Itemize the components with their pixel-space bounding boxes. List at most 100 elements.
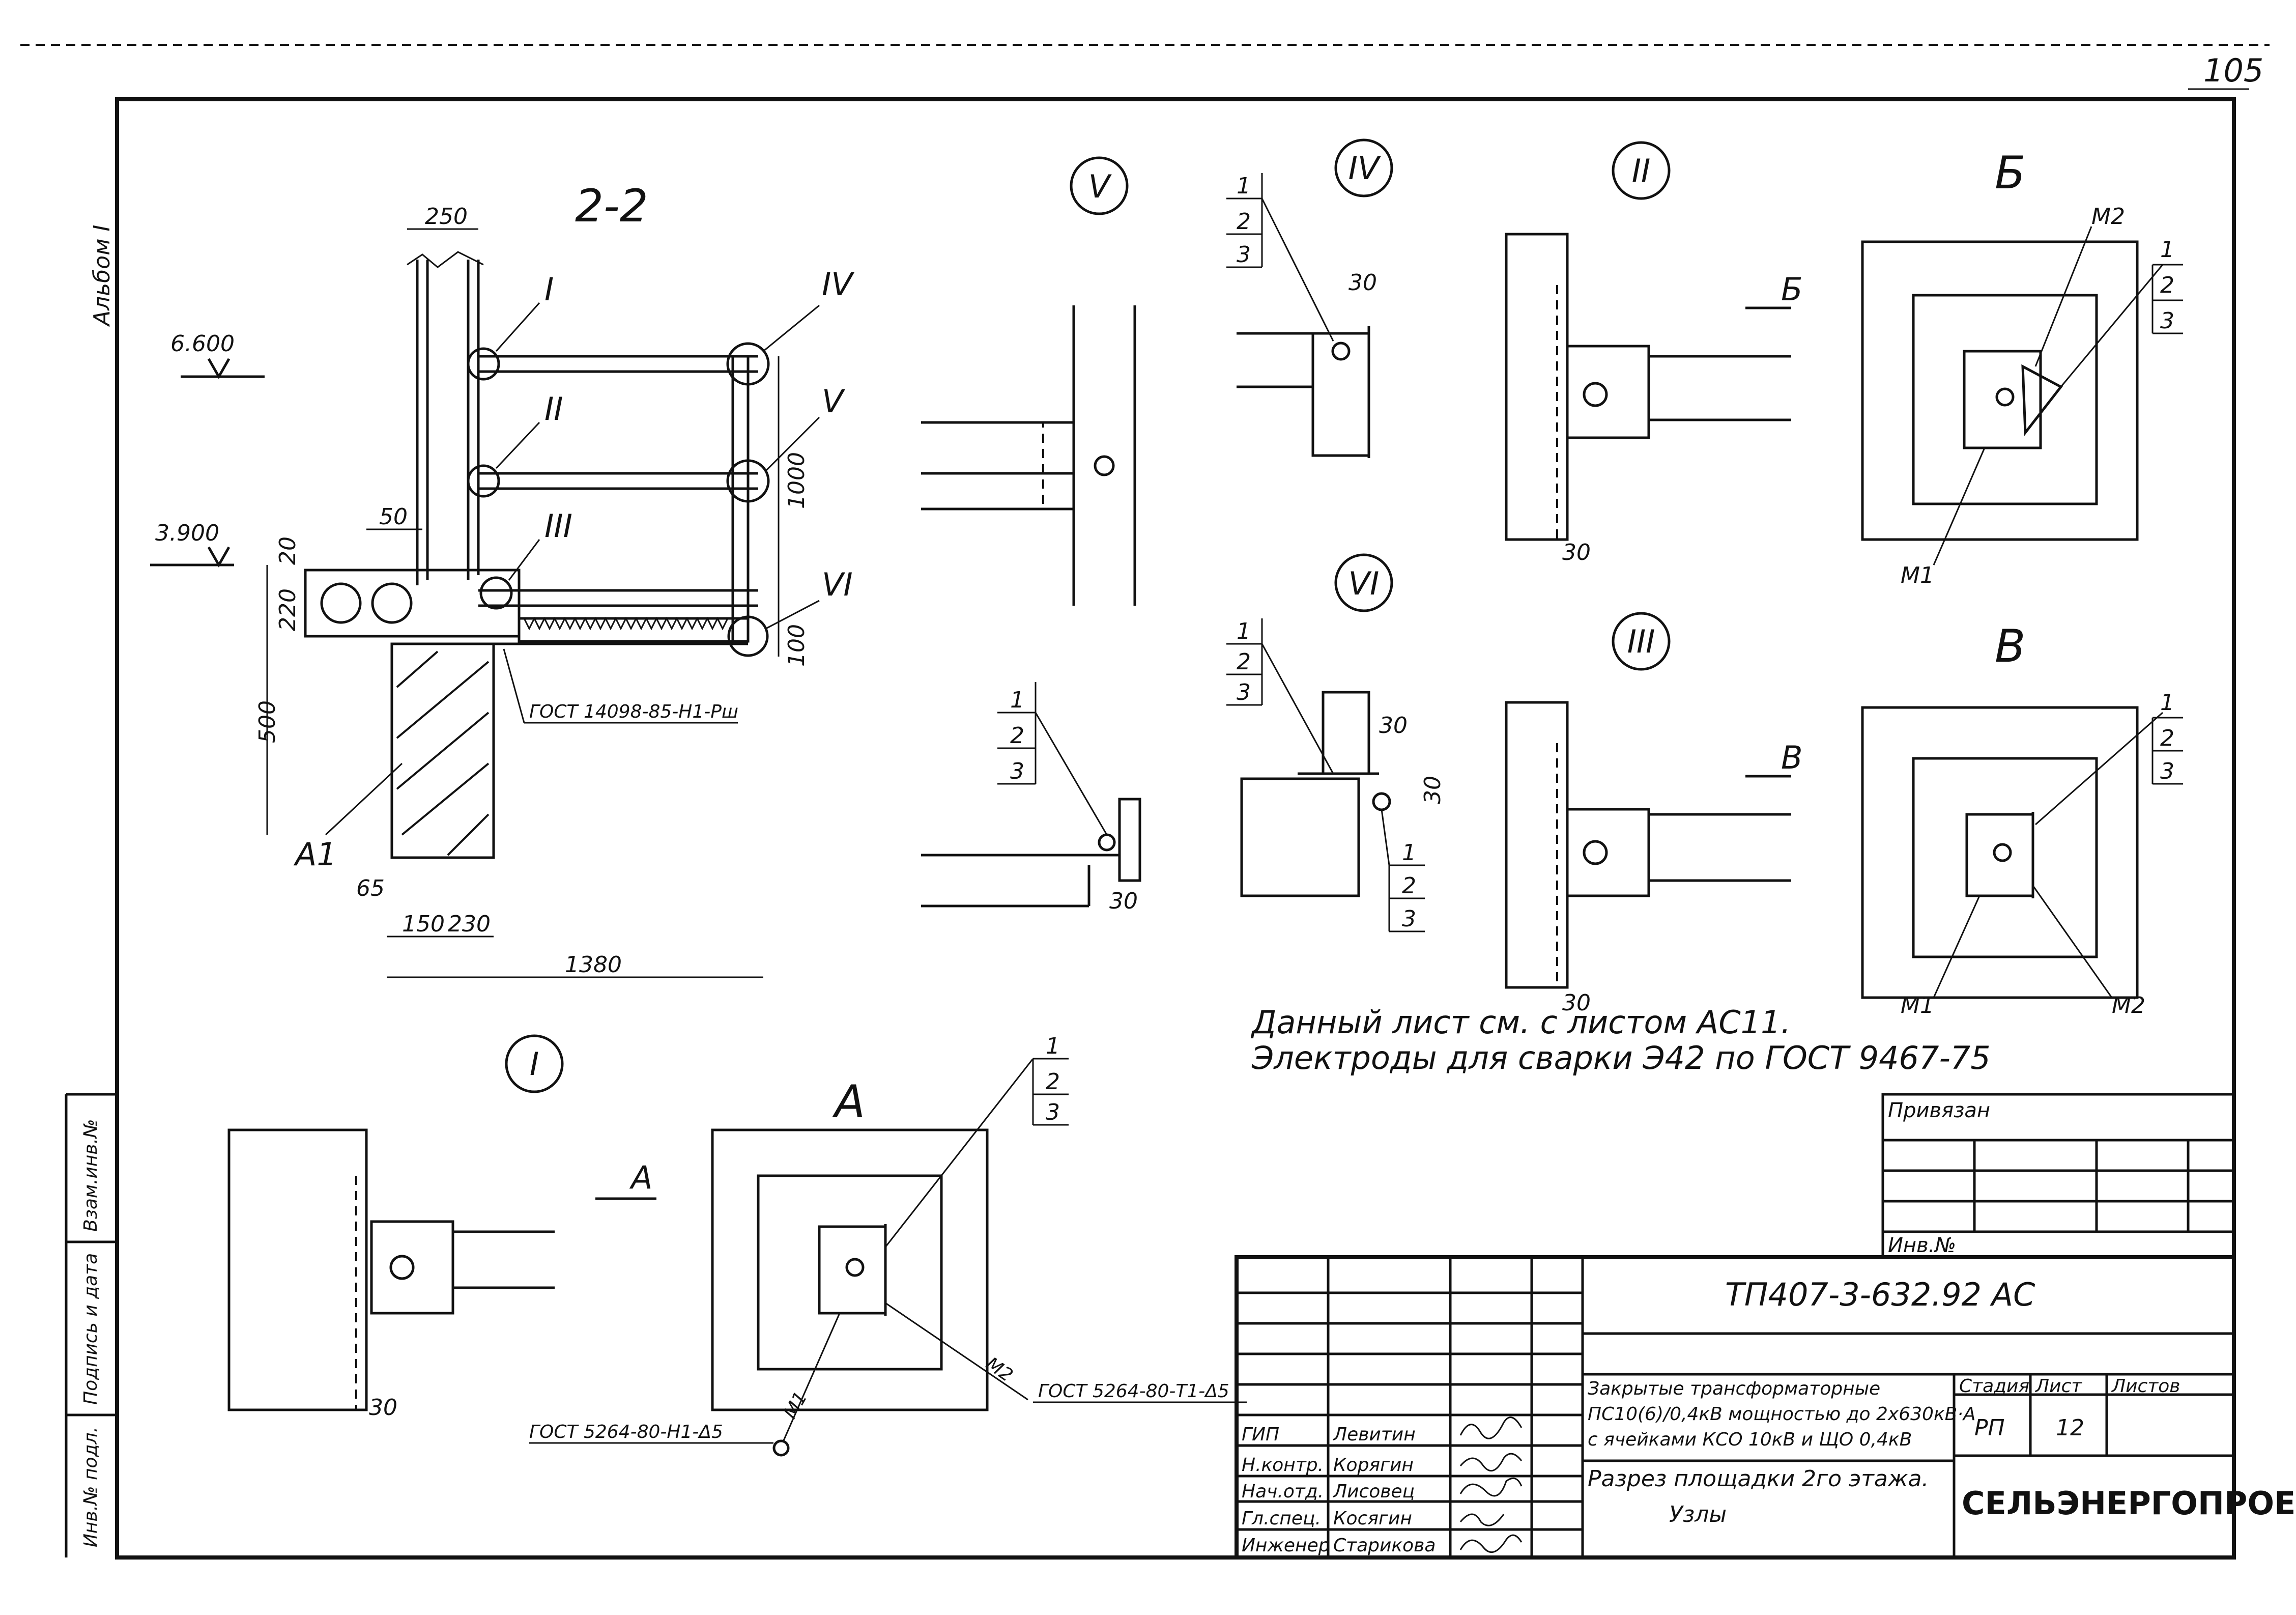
dim-250: 250 [425, 204, 468, 230]
node-VI-pos-2: 2 [1237, 649, 1251, 675]
sheet-frame [115, 97, 2236, 1560]
view-v-pos-list [2151, 717, 2183, 785]
node-IV-pos-3: 3 [1237, 242, 1251, 268]
signature-2 [1459, 1477, 1523, 1497]
view-a-bolt [845, 1258, 865, 1277]
node-II-column [1505, 233, 1569, 541]
signature-3 [1459, 1513, 1505, 1526]
node-IV-leader [1261, 198, 1334, 342]
node-V2-pos-3: 3 [1010, 758, 1024, 784]
node-I-title-circle [505, 1034, 564, 1093]
dim-1000: 1000 [784, 452, 810, 509]
node-V2-pos-1: 1 [1010, 687, 1024, 713]
elev-top-mark [207, 358, 231, 380]
stamp-sheet-title-1: Разрез площадки 2го этажа. [1588, 1466, 1929, 1492]
person-name-0: Левитин [1332, 1424, 1416, 1445]
node-circle-VI [727, 615, 769, 657]
stamp-stadia: РП [1974, 1415, 2005, 1441]
hatch-4 [401, 762, 490, 836]
view-b-title: Б [1995, 147, 2025, 199]
view-v-title: В [1995, 620, 2025, 672]
stamp-code: ТП407-3-632.92 АС [1725, 1276, 2035, 1313]
node-VI-dim30: 30 [1379, 713, 1408, 739]
node-V2-pos-2: 2 [1010, 723, 1024, 749]
view-a-pos-1: 1 [1046, 1033, 1060, 1059]
node-III-bolt [1583, 840, 1608, 865]
hatch-3 [396, 712, 490, 790]
stamp-stadia-label: Стадия [1959, 1376, 2029, 1397]
node-IV-title: IV [1348, 150, 1382, 187]
node-VI-dim30-v: 30 [1420, 776, 1446, 804]
a1-leader [325, 762, 403, 836]
node-II-view: Б [1781, 271, 1803, 308]
album-label: Альбом I [89, 225, 115, 327]
node-IV-bolt [1331, 342, 1351, 361]
node-VI-bolt [1372, 792, 1391, 811]
node-VI-pos-list [1226, 618, 1263, 706]
callout-III-leader [508, 539, 540, 581]
node-circle-I [467, 347, 500, 381]
note-1: Данный лист см. с листом АС11. [1250, 1004, 1791, 1041]
view-a-pos-3: 3 [1046, 1099, 1060, 1125]
view-v-pos-1: 1 [2160, 690, 2174, 716]
hatch-5 [447, 813, 490, 856]
side-stamp-replace: Взам.инв.№ [80, 1119, 101, 1232]
node-III-title-circle [1612, 612, 1671, 671]
callout-VI-leader [765, 600, 820, 630]
node-VI-title: VI [1348, 565, 1380, 602]
view-v-bolt [1993, 843, 2012, 862]
node-II-title: II [1632, 152, 1651, 189]
section-title: 2-2 [575, 180, 648, 232]
node-IV-pos-1: 1 [1237, 173, 1251, 199]
callout-VI: VI [822, 566, 853, 603]
node-V2-bolt [1098, 833, 1116, 852]
callout-I: I [544, 271, 554, 308]
gost-main: ГОСТ 14098-85-Н1-Рш [529, 701, 738, 722]
node-III-bracket [1566, 808, 1650, 897]
node-V2-dim30: 30 [1109, 888, 1138, 914]
node-VI-post [1322, 691, 1370, 775]
stamp-title-3: с ячейками КСО 10кВ и ЩО 0,4кВ [1588, 1429, 1912, 1450]
stamp-list: 12 [2056, 1415, 2084, 1441]
callout-I-leader [495, 302, 540, 352]
side-stamp-sign: Подпись и дата [80, 1253, 101, 1405]
person-name-3: Косягин [1333, 1508, 1412, 1529]
node-circle-IV [726, 342, 770, 386]
view-v-leader-m2 [2032, 885, 2113, 998]
view-v-m2: М2 [2112, 993, 2145, 1018]
view-b-m2: М2 [2091, 204, 2125, 230]
elev-floor-value: 3.900 [155, 520, 219, 546]
person-name-1: Корягин [1333, 1455, 1414, 1476]
hatch-2 [396, 661, 490, 739]
floor-grating [518, 617, 750, 643]
node-IV-pos-2: 2 [1237, 209, 1251, 235]
person-role-2: Нач.отд. [1242, 1481, 1324, 1502]
view-v-m1: М1 [1901, 993, 1934, 1018]
dim-220: 220 [275, 588, 301, 631]
view-b-inner [1912, 294, 2098, 505]
stamp-listov-label: Листов [2111, 1376, 2180, 1397]
slab-void-2 [371, 582, 413, 624]
node-II-title-circle [1612, 141, 1671, 200]
view-v-inner [1912, 757, 2098, 958]
view-a-pos-2: 2 [1046, 1069, 1060, 1095]
callout-II-leader [495, 421, 540, 469]
view-b-bolt [1995, 387, 2015, 407]
view-b-pos-1: 1 [2160, 237, 2174, 263]
view-b-leader-m1 [1933, 447, 1986, 565]
view-a-leader-pos [884, 1058, 1034, 1248]
node-I-bolt [389, 1255, 415, 1280]
node-V-bolt [1094, 455, 1115, 476]
view-b-leader-m2 [2034, 226, 2092, 367]
person-role-1: Н.контр. [1242, 1455, 1324, 1476]
node-III-view: В [1781, 739, 1803, 776]
node-circle-V [726, 459, 770, 503]
callout-V: V [822, 383, 846, 420]
gost-bottom-left: ГОСТ 5264-80-Н1-Δ5 [529, 1422, 723, 1442]
hatch-1 [396, 650, 439, 688]
view-a-leader-m2 [885, 1302, 1028, 1401]
elev-top-value: 6.600 [170, 331, 235, 357]
node-IV-dim30: 30 [1348, 270, 1377, 296]
node-I-dim30: 30 [369, 1395, 397, 1421]
node-VI-pos-list-b [1388, 864, 1425, 932]
